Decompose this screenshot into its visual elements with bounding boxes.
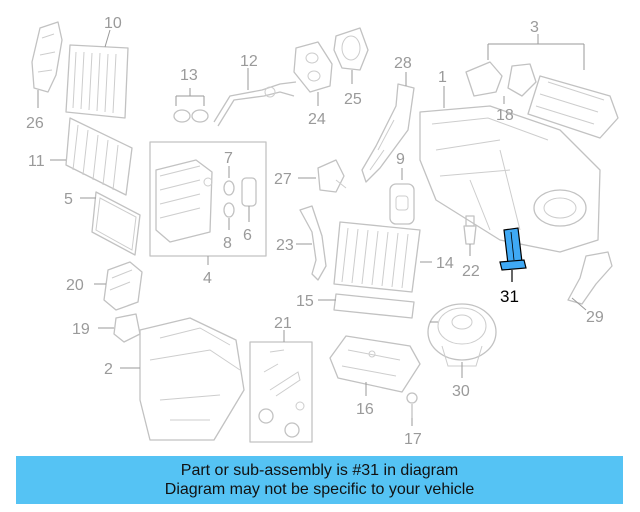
callout-11: 11 bbox=[28, 153, 45, 170]
callout-9: 9 bbox=[396, 151, 405, 168]
part-16-flap bbox=[329, 335, 421, 396]
callout-4: 4 bbox=[203, 270, 212, 287]
callout-7: 7 bbox=[224, 150, 233, 167]
part-15-filter-seal bbox=[318, 293, 415, 319]
callout-3: 3 bbox=[530, 19, 539, 36]
part-20-actuator bbox=[94, 261, 143, 311]
part-22-fastener bbox=[463, 215, 477, 256]
callout-5: 5 bbox=[64, 191, 73, 208]
callout-25: 25 bbox=[344, 91, 362, 108]
callout-19: 19 bbox=[72, 321, 90, 338]
part-29-duct bbox=[567, 251, 613, 311]
part-27-sensor bbox=[298, 159, 347, 193]
part-31-highlighted bbox=[499, 227, 527, 282]
part-24-gasket bbox=[293, 41, 333, 106]
callout-2: 2 bbox=[104, 361, 113, 378]
part-6-valve bbox=[241, 177, 257, 222]
callout-1: 1 bbox=[438, 69, 447, 86]
callout-20: 20 bbox=[66, 277, 84, 294]
part-5-filter-frame bbox=[80, 191, 141, 256]
part-21-linkage-set bbox=[249, 330, 313, 443]
callout-30: 30 bbox=[452, 383, 470, 400]
banner-line-2: Diagram may not be specific to your vehi… bbox=[164, 481, 475, 498]
callout-14: 14 bbox=[436, 255, 454, 272]
part-30-blower-motor bbox=[427, 303, 497, 378]
callout-26: 26 bbox=[26, 115, 44, 132]
callout-18: 18 bbox=[496, 107, 514, 124]
callout-23: 23 bbox=[276, 237, 294, 254]
part-3-upper-duct-group bbox=[465, 34, 619, 139]
callout-27: 27 bbox=[274, 171, 292, 188]
part-8-seal bbox=[223, 202, 235, 230]
info-banner: Part or sub-assembly is #31 in diagram D… bbox=[16, 456, 623, 504]
part-4-group-box bbox=[149, 141, 267, 265]
diagram-canvas: 26 10 11 5 20 19 2 bbox=[26, 15, 619, 448]
part-7-oring bbox=[223, 166, 235, 196]
part-17-screw bbox=[406, 392, 418, 426]
callout-13: 13 bbox=[180, 67, 198, 84]
part-25-seal bbox=[333, 27, 369, 84]
part-10-heater-core bbox=[65, 29, 129, 119]
part-9-switch bbox=[389, 168, 415, 225]
parts-diagram: 26 10 11 5 20 19 2 bbox=[26, 15, 619, 448]
callout-16: 16 bbox=[356, 401, 374, 418]
banner-line-1: Part or sub-assembly is #31 in diagram bbox=[180, 462, 459, 479]
part-23-drain-hose bbox=[296, 205, 327, 281]
part-2-lower-housing bbox=[120, 317, 245, 441]
callout-28: 28 bbox=[394, 55, 412, 72]
part-28-support bbox=[361, 72, 415, 183]
callout-12: 12 bbox=[240, 53, 258, 70]
part-1-main-housing bbox=[419, 86, 601, 253]
part-13-clamps bbox=[173, 88, 209, 123]
callout-6: 6 bbox=[243, 227, 252, 244]
callout-15: 15 bbox=[296, 293, 314, 310]
callout-8: 8 bbox=[223, 235, 232, 252]
callout-22: 22 bbox=[462, 263, 480, 280]
callout-31: 31 bbox=[500, 287, 519, 306]
part-26-bracket bbox=[31, 21, 63, 108]
callout-21: 21 bbox=[274, 315, 292, 332]
part-14-cabin-filter bbox=[333, 221, 432, 293]
callout-10: 10 bbox=[104, 15, 122, 32]
part-19-small-actuator bbox=[98, 313, 141, 343]
part-12-ac-tube bbox=[213, 68, 297, 127]
callout-24: 24 bbox=[308, 111, 326, 128]
callout-17: 17 bbox=[404, 431, 422, 448]
callout-29: 29 bbox=[586, 309, 604, 326]
part-11-evaporator bbox=[50, 117, 133, 196]
